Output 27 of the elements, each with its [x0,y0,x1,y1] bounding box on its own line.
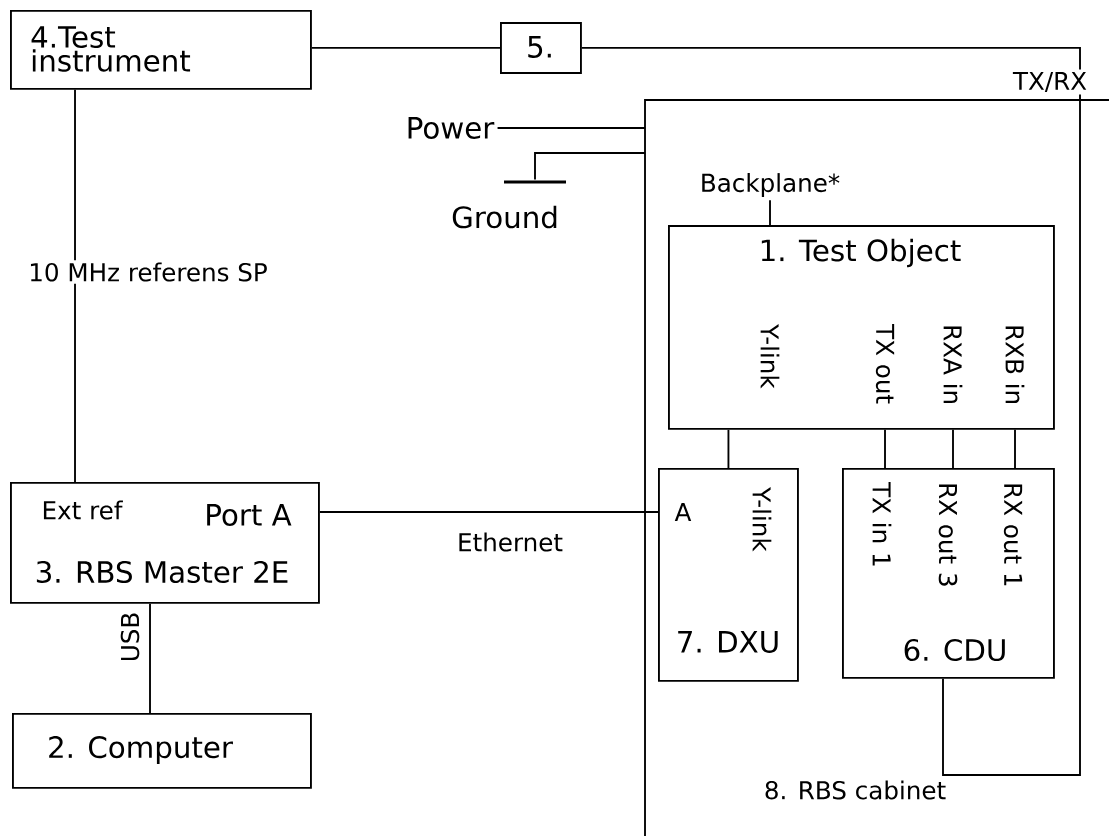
input-label: Power [408,117,495,139]
connector-line [496,127,646,129]
edge-label: USB [118,609,142,665]
instrument-box: 4.Test instrument [10,10,312,90]
connector-line [534,152,646,181]
unit-box: Ext ref Port A 3. RBS Master 2E [10,482,320,604]
connector-line [727,428,730,469]
connector-line [884,428,886,469]
computer-box: 2. Computer [12,713,312,789]
connector-line [310,47,501,49]
unit-box: A Y-link 7. DXU [658,468,799,682]
connector-line [318,511,659,513]
connector-line [74,88,76,483]
connector-line [769,199,771,226]
unit-box: TX in 1 RX out 3 RX out 1 6. CDU [842,468,1055,679]
unit-box: 1. Test Object Y-link TX out RXA in RXB in [668,225,1055,430]
edge-label: TX/RX [1010,69,1090,95]
connector-line [580,47,1081,776]
connector-line [952,428,954,469]
ground-symbol [504,180,566,184]
connector-line [149,602,151,714]
connector-line [1014,428,1016,469]
edge-label: Ethernet [454,530,566,554]
ground-label: Ground [452,205,557,229]
port-label: Backplane* [702,173,840,197]
component-box: 5. [500,22,582,74]
edge-label: 10 MHz referens SP [25,260,271,284]
